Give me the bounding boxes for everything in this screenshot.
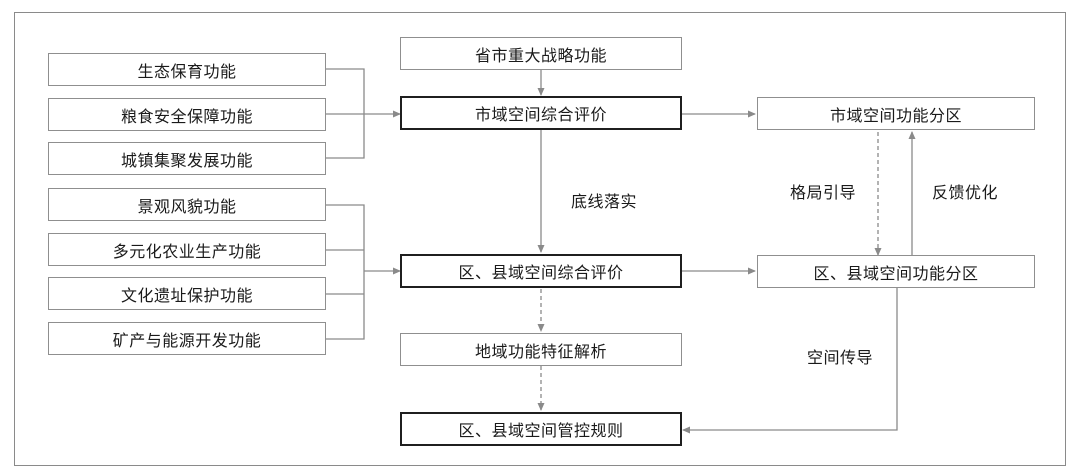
strategic-function-box: 省市重大战略功能: [400, 37, 682, 70]
function-box-grain: 粮食安全保障功能: [48, 98, 326, 131]
arrow-transmission: [682, 288, 898, 434]
bracket-bottom: [326, 204, 365, 340]
transmission-label: 空间传导: [807, 348, 874, 367]
bracket-top: [326, 68, 365, 159]
function-box-eco: 生态保育功能: [48, 53, 326, 86]
control-rules-box: 区、县域空间管控规则: [400, 412, 682, 446]
diagram-frame: [14, 12, 1066, 466]
feature-analysis-box: 地域功能特征解析: [400, 333, 682, 366]
function-box-landscape: 景观风貌功能: [48, 188, 326, 221]
function-box-agriculture: 多元化农业生产功能: [48, 233, 326, 266]
county-zoning-box: 区、县域空间功能分区: [757, 255, 1035, 288]
baseline-label: 底线落实: [571, 192, 638, 211]
feedback-label: 反馈优化: [932, 183, 999, 202]
function-box-mineral: 矿产与能源开发功能: [48, 322, 326, 355]
county-evaluation-box: 区、县域空间综合评价: [400, 254, 682, 288]
city-evaluation-box: 市域空间综合评价: [400, 96, 682, 130]
city-zoning-box: 市域空间功能分区: [757, 97, 1035, 130]
function-box-heritage: 文化遗址保护功能: [48, 277, 326, 310]
guidance-label: 格局引导: [790, 183, 857, 202]
function-box-urban: 城镇集聚发展功能: [48, 142, 326, 175]
